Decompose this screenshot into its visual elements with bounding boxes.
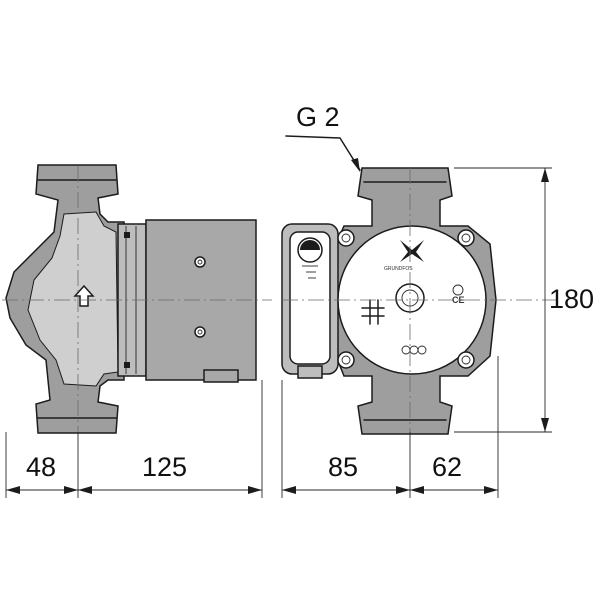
brand-label: GRUNDFOS <box>384 266 413 272</box>
connection-label: G 2 <box>296 102 340 132</box>
bolt-bottom-right <box>457 351 475 369</box>
motor-foot <box>203 369 239 383</box>
connection-callout: G 2 <box>285 102 361 172</box>
pump-side-view <box>2 164 272 434</box>
terminal-symbol-icon <box>361 299 385 325</box>
dim-125: 125 <box>142 452 187 482</box>
pump-front-view: GRUNDFOS CE <box>281 167 560 435</box>
dim-48: 48 <box>26 452 56 482</box>
speed-selector-icon <box>297 237 323 279</box>
motor-screw-bottom <box>194 326 206 338</box>
bolt-top-left <box>337 229 355 247</box>
control-box-face <box>289 231 331 365</box>
grundfos-logo-icon <box>400 240 424 262</box>
dim-85: 85 <box>328 452 358 482</box>
bolt-top-right <box>457 229 475 247</box>
up-arrow-icon <box>73 284 95 307</box>
dimension-lines: 48 125 85 62 180 <box>5 167 594 498</box>
cable-gland <box>297 365 323 379</box>
dim-180: 180 <box>549 284 594 314</box>
motor-screw-top <box>194 256 206 268</box>
bolt-bottom-left <box>337 351 355 369</box>
pump-cavity <box>27 211 119 387</box>
dim-62: 62 <box>432 452 462 482</box>
